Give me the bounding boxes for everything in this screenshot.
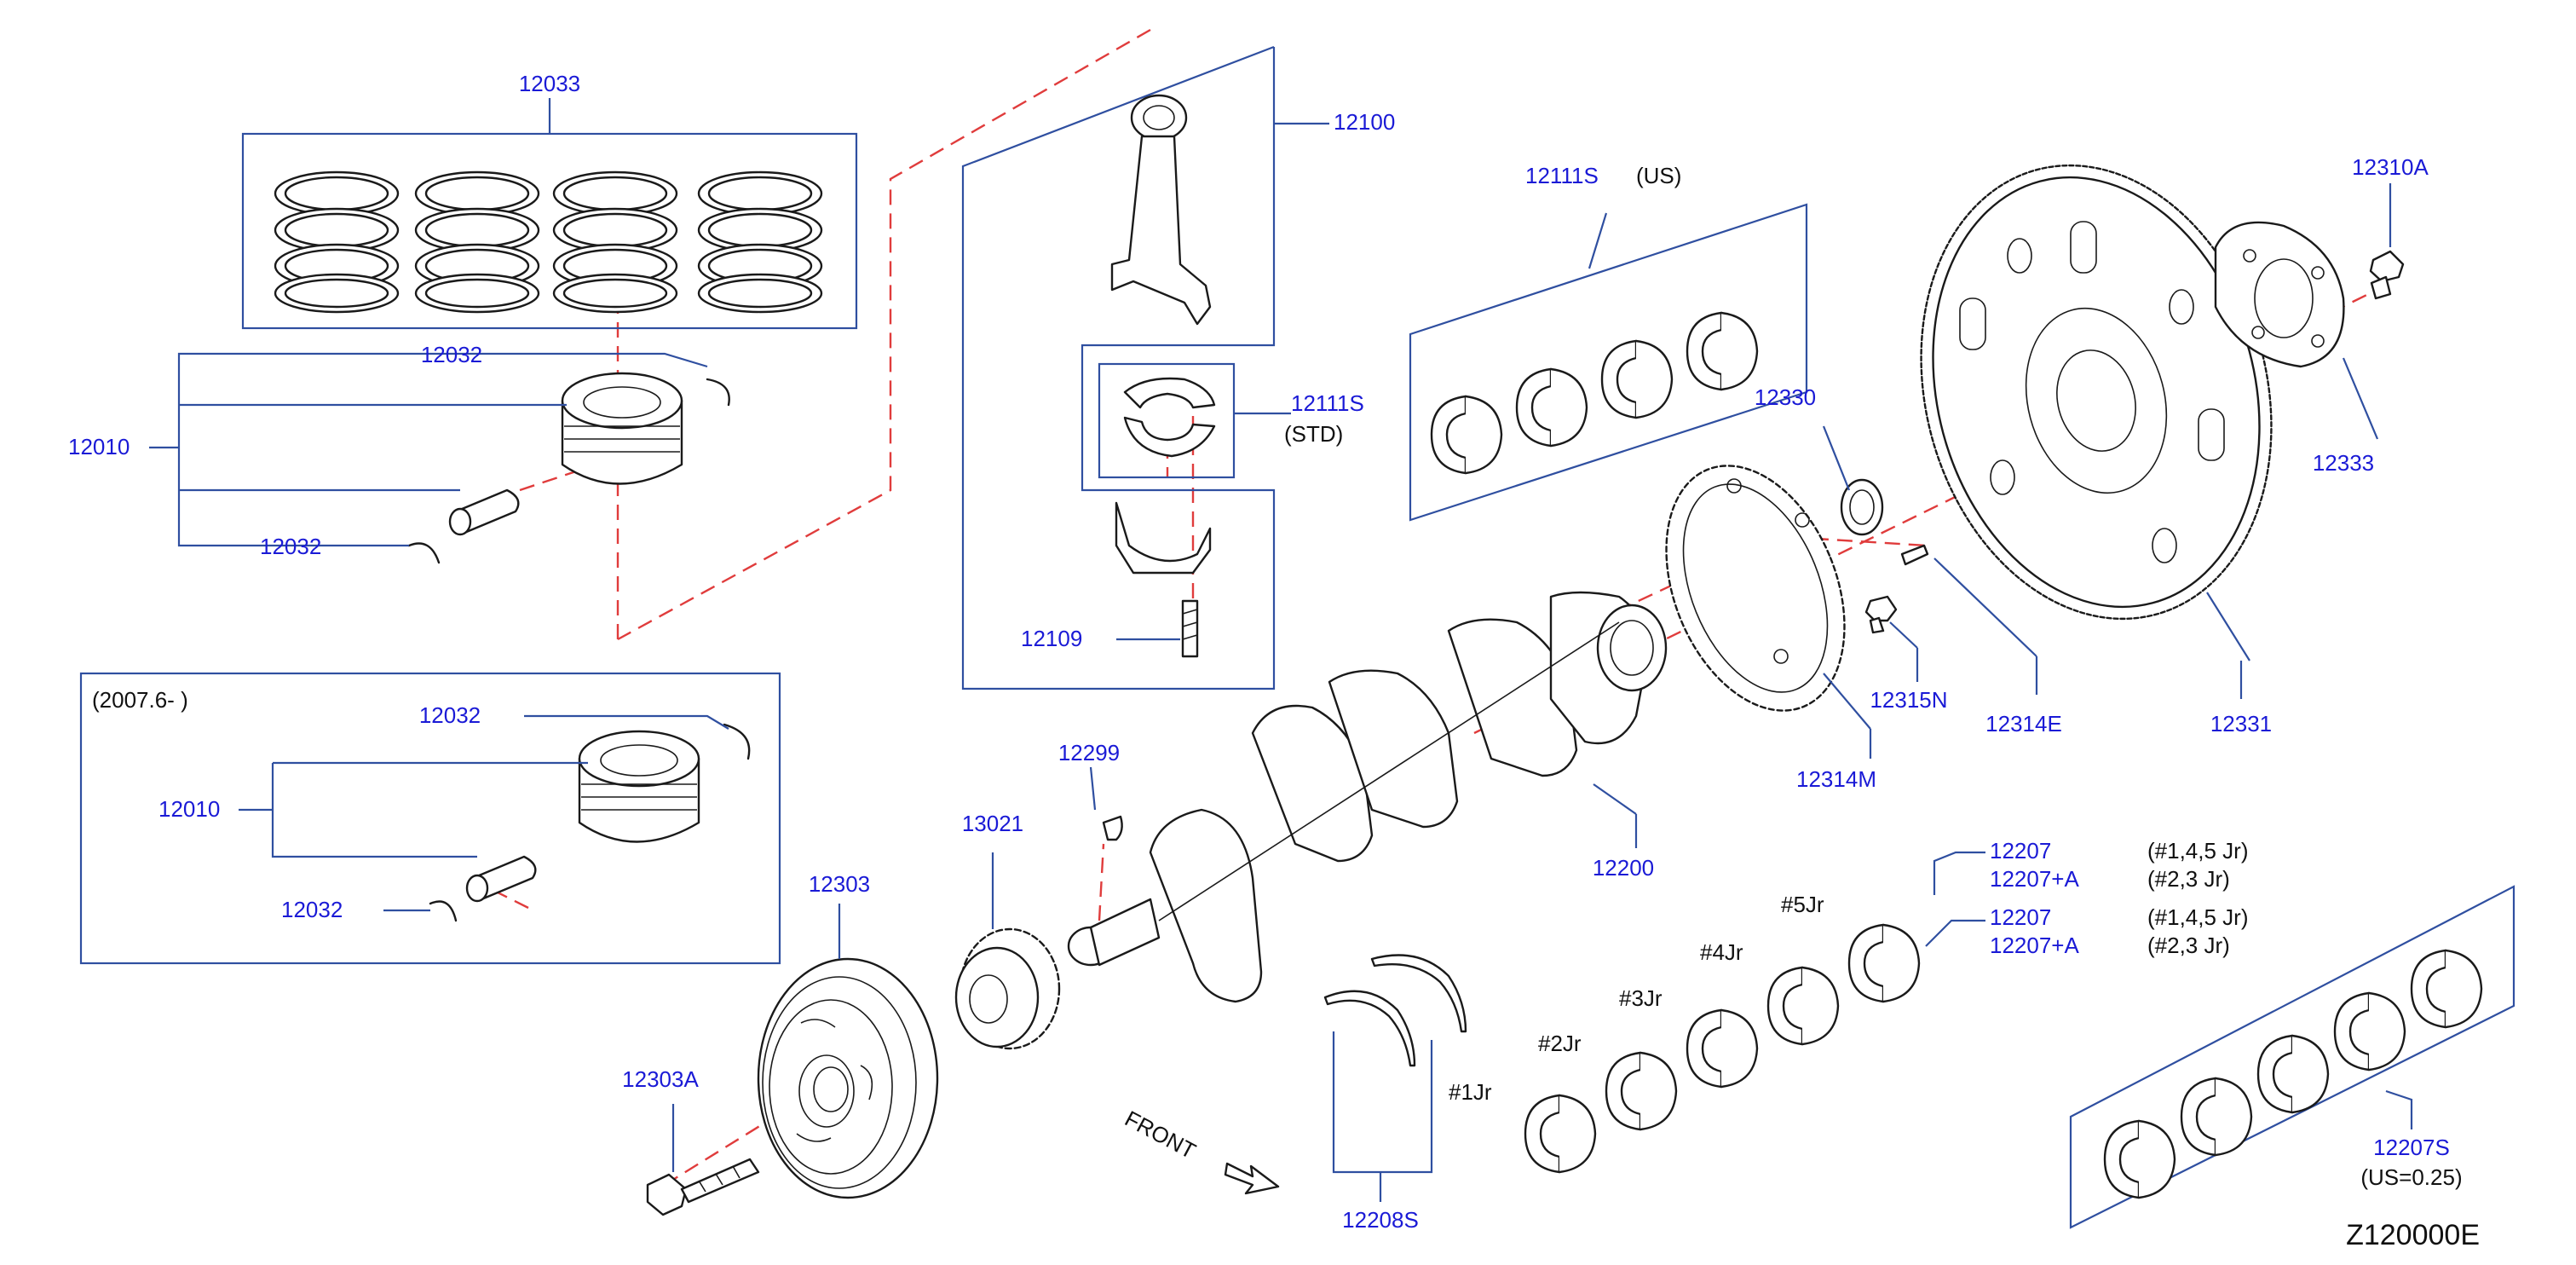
- callout-12314e[interactable]: 12314E: [1985, 711, 2062, 736]
- main-bearing-us-box: [2069, 885, 2515, 1229]
- callout-12303[interactable]: 12303: [809, 871, 870, 897]
- woodruff-key: [1102, 815, 1123, 841]
- dowel-pin: [1900, 544, 1929, 566]
- callout-12207a-b[interactable]: 12207+A: [1990, 933, 2079, 958]
- callout-12032-top-2[interactable]: 12032: [419, 702, 481, 728]
- oil-seal: [1840, 478, 1884, 536]
- callout-12299[interactable]: 12299: [1058, 740, 1120, 765]
- piston-assembly-1: [407, 372, 730, 564]
- callout-12208s[interactable]: 12208S: [1342, 1207, 1419, 1233]
- piston-ring-set-4: [697, 170, 823, 314]
- date-note: (2007.6- ): [92, 687, 188, 713]
- callout-12330[interactable]: 12330: [1755, 384, 1816, 410]
- crank-sprocket: [954, 927, 1061, 1050]
- piston-ring-set-1: [274, 170, 400, 314]
- crank-pulley: [757, 957, 939, 1199]
- callout-12032-top-1[interactable]: 12032: [421, 342, 482, 367]
- pilot-bolt: [1864, 595, 1898, 634]
- callout-12207-a[interactable]: 12207: [1990, 838, 2051, 864]
- callout-12010-2[interactable]: 12010: [158, 796, 220, 822]
- front-arrow-icon: [1224, 1162, 1280, 1195]
- callout-12111s-us[interactable]: 12111S: [1525, 163, 1599, 188]
- callout-12100[interactable]: 12100: [1334, 109, 1395, 135]
- note-std: (STD): [1284, 421, 1343, 447]
- callout-12303a[interactable]: 12303A: [622, 1066, 699, 1092]
- signal-plate: [1665, 465, 1846, 712]
- callout-12109[interactable]: 12109: [1021, 626, 1082, 651]
- journal-label-3: #3Jr: [1619, 985, 1663, 1011]
- drive-plate: [2214, 221, 2345, 368]
- piston-2007-box: [79, 672, 781, 965]
- connecting-rod: [1110, 94, 1212, 658]
- journal-note-4: (#2,3 Jr): [2147, 933, 2230, 958]
- callout-12032-bottom-2[interactable]: 12032: [281, 897, 343, 922]
- flywheel: [1920, 164, 2273, 621]
- callout-12010-1[interactable]: 12010: [68, 434, 130, 459]
- conrod-bearing-std: [1123, 377, 1216, 458]
- note-us-025: (US=0.25): [2360, 1164, 2462, 1190]
- pulley-bolt: [646, 1158, 760, 1216]
- callout-12033[interactable]: 12033: [519, 71, 580, 96]
- crankshaft: [1067, 591, 1668, 1003]
- callout-13021[interactable]: 13021: [962, 811, 1023, 836]
- callout-12207a-a[interactable]: 12207+A: [1990, 866, 2079, 892]
- conrod-box: [961, 45, 1276, 690]
- callout-12314m[interactable]: 12314M: [1796, 766, 1876, 792]
- callout-12331[interactable]: 12331: [2210, 711, 2272, 736]
- piston-ring-set-3: [552, 170, 678, 314]
- callouts: 12033 12100 12111S (US) 12111S (STD) 121…: [68, 71, 2463, 1233]
- front-label: FRONT: [1121, 1106, 1200, 1164]
- journal-label-4: #4Jr: [1700, 939, 1743, 965]
- journal-label-5: #5Jr: [1781, 892, 1824, 917]
- callout-12200[interactable]: 12200: [1593, 855, 1654, 881]
- main-bearings-us: [2103, 949, 2483, 1199]
- callout-12111s-std[interactable]: 12111S: [1291, 390, 1364, 416]
- conrod-bearing-us-box: [1409, 203, 1808, 522]
- note-us: (US): [1636, 163, 1681, 188]
- flywheel-bolt: [2369, 250, 2405, 300]
- group-outlines: [79, 45, 2515, 1229]
- diagram-code: Z120000E: [2346, 1219, 2480, 1251]
- journal-label-2: #2Jr: [1538, 1031, 1582, 1056]
- leader-lines: [149, 98, 2413, 1202]
- conrod-bearing-std-box: [1098, 362, 1236, 479]
- journal-label-1: #1Jr: [1449, 1079, 1492, 1105]
- callout-12315n[interactable]: 12315N: [1870, 687, 1947, 713]
- journal-note-1: (#1,4,5 Jr): [2147, 838, 2249, 864]
- piston-ring-sets: [274, 170, 823, 314]
- callout-12207s[interactable]: 12207S: [2373, 1135, 2450, 1160]
- main-bearings: [1524, 923, 1921, 1174]
- callout-12310a[interactable]: 12310A: [2352, 154, 2429, 180]
- journal-note-3: (#1,4,5 Jr): [2147, 904, 2249, 930]
- thrust-washers: [1323, 954, 1467, 1067]
- conrod-bearings-us: [1430, 311, 1759, 475]
- piston-assembly-2: [429, 723, 751, 922]
- callout-12333[interactable]: 12333: [2313, 450, 2374, 476]
- callout-12207-b[interactable]: 12207: [1990, 904, 2051, 930]
- callout-12032-bottom-1[interactable]: 12032: [260, 534, 321, 559]
- piston-ring-set-2: [414, 170, 540, 314]
- journal-note-2: (#2,3 Jr): [2147, 866, 2230, 892]
